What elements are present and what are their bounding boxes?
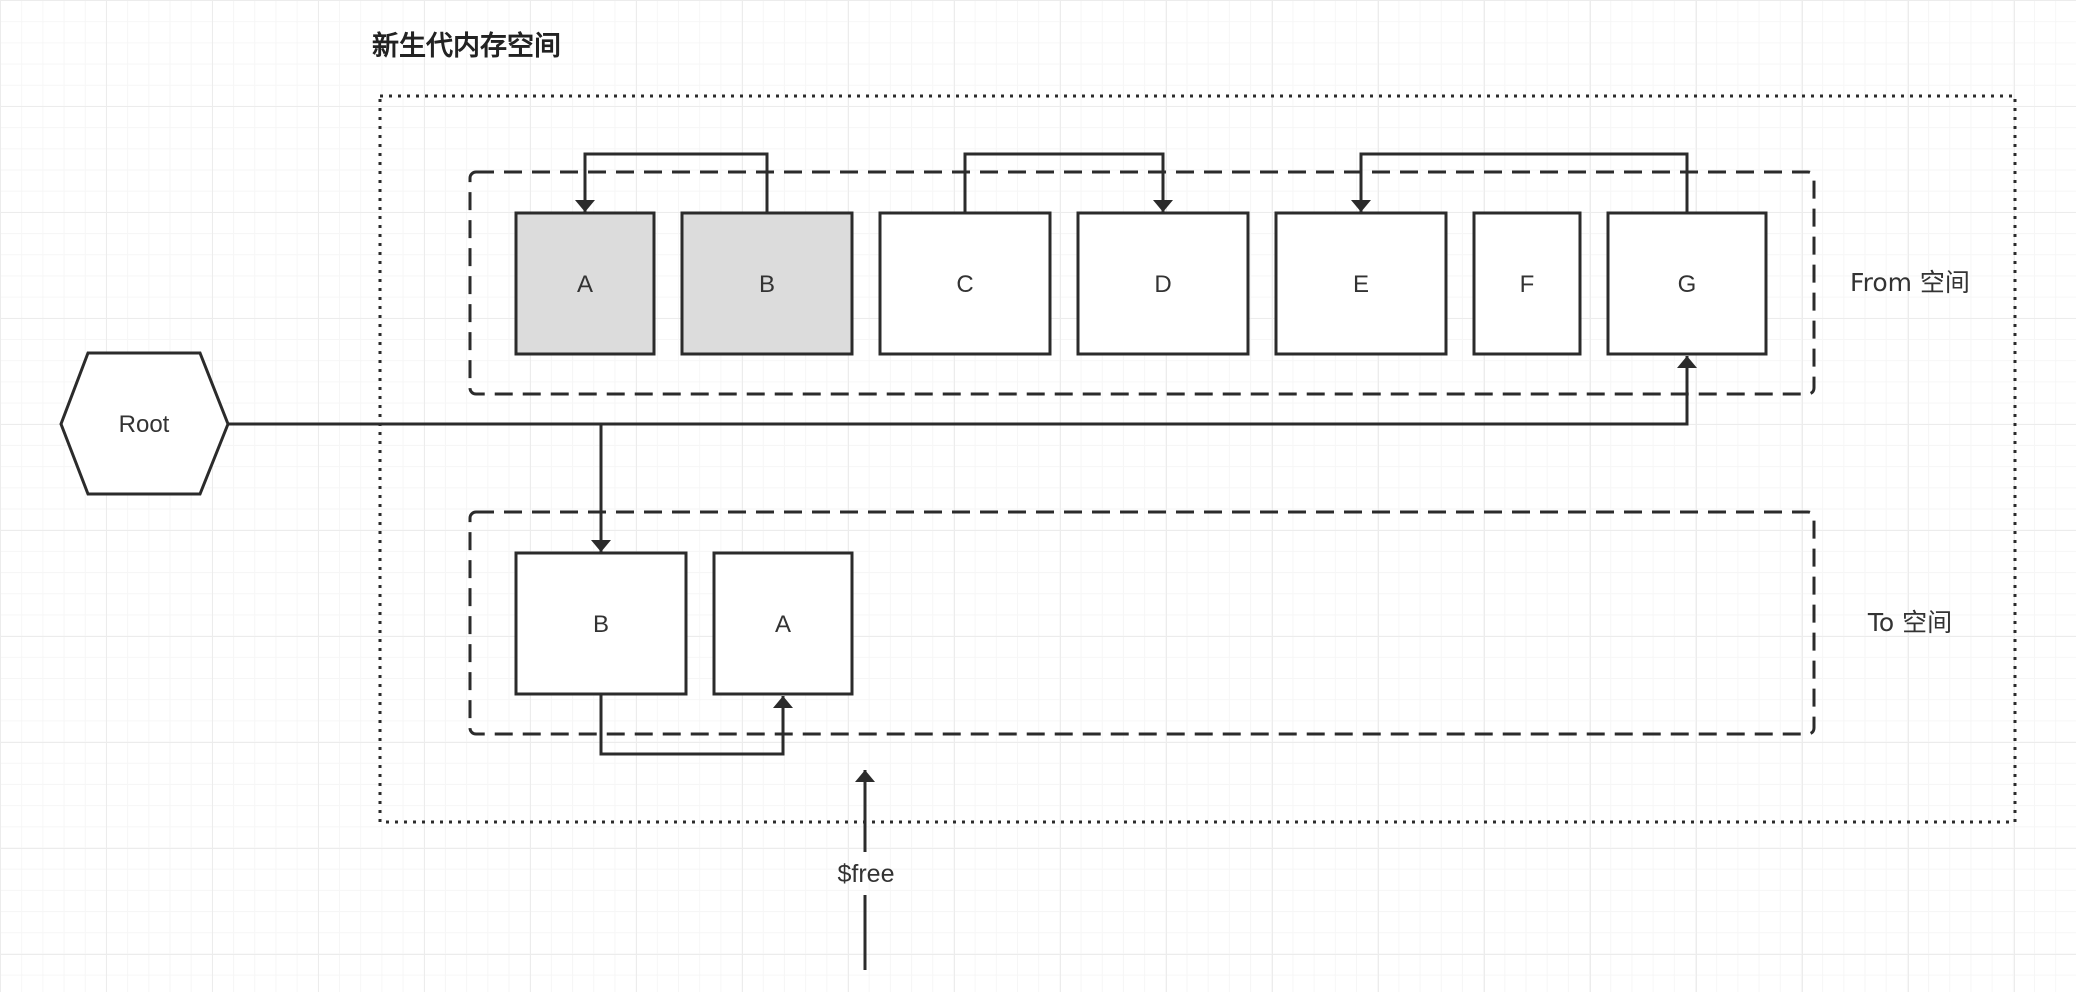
reference-arrow-root-to-g bbox=[228, 356, 1697, 426]
from-object-f[interactable]: F bbox=[1472, 211, 1582, 356]
root-node[interactable]: Root bbox=[59, 351, 230, 496]
object-box bbox=[514, 211, 656, 356]
to-object-b[interactable]: B bbox=[514, 551, 688, 696]
object-label: D bbox=[1154, 271, 1171, 298]
new-generation-space bbox=[378, 94, 2017, 824]
from-object-a[interactable]: A bbox=[514, 211, 656, 356]
from-object-b[interactable]: B bbox=[680, 211, 854, 356]
object-box bbox=[1076, 211, 1250, 356]
reference-arrow-g-to-e bbox=[1351, 152, 1689, 213]
from-object-c[interactable]: C bbox=[878, 211, 1052, 356]
object-box bbox=[712, 551, 854, 696]
from-object-e[interactable]: E bbox=[1274, 211, 1448, 356]
object-label: A bbox=[577, 271, 593, 298]
object-label: C bbox=[956, 271, 973, 298]
object-box bbox=[1274, 211, 1448, 356]
to-space-label: To 空间 bbox=[1867, 608, 1952, 637]
object-label: B bbox=[759, 271, 775, 298]
from-space-region bbox=[468, 170, 1816, 396]
from-object-g[interactable]: G bbox=[1606, 211, 1768, 356]
object-box bbox=[1472, 211, 1582, 356]
object-box bbox=[514, 551, 688, 696]
to-space-region bbox=[468, 510, 1816, 736]
from-space-label: From 空间 bbox=[1850, 268, 1970, 297]
root-label: Root bbox=[119, 411, 170, 438]
from-object-d[interactable]: D bbox=[1076, 211, 1250, 356]
object-box bbox=[680, 211, 854, 356]
object-label: B bbox=[593, 611, 609, 638]
reference-arrow-c-to-d bbox=[963, 152, 1173, 213]
page-title: 新生代内存空间 bbox=[372, 30, 561, 62]
to-object-a[interactable]: A bbox=[712, 551, 854, 696]
reference-arrow-b-to-a bbox=[575, 152, 769, 213]
object-box bbox=[1606, 211, 1768, 356]
object-label: G bbox=[1678, 271, 1697, 298]
reference-arrow-b-copy-to-a-copy bbox=[599, 694, 793, 756]
object-label: A bbox=[775, 611, 791, 638]
object-label: F bbox=[1520, 271, 1535, 298]
object-label: E bbox=[1353, 271, 1369, 298]
free-pointer-label: $free bbox=[838, 860, 895, 888]
